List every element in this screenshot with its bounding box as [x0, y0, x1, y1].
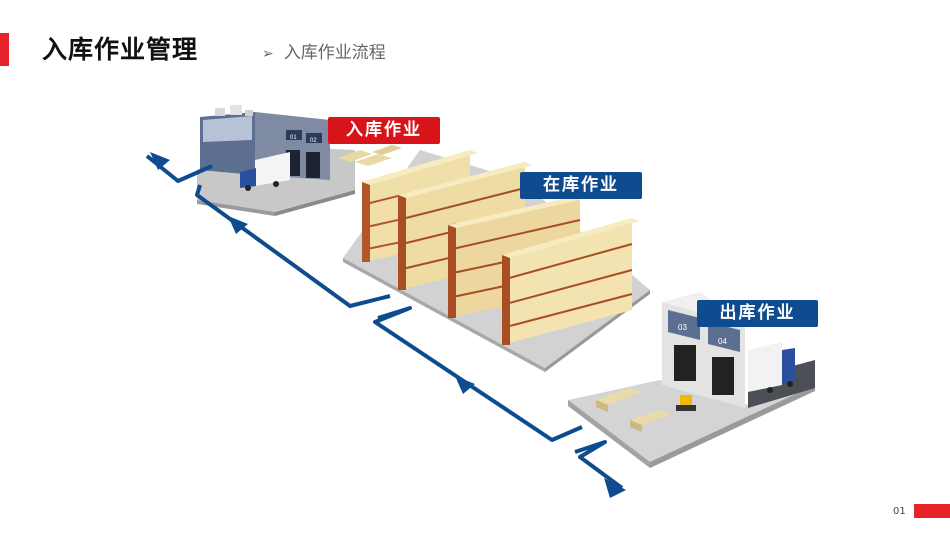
flow-arrow-heads: [150, 152, 626, 498]
title-accent-bar: [0, 33, 9, 66]
stage-tag-outbound: 出库作业: [697, 300, 818, 327]
dock-label-01: 01: [290, 135, 297, 141]
stage-tag-storage: 在库作业: [520, 172, 642, 199]
process-flow-line: [145, 154, 624, 490]
stage-tag-inbound: 入库作业: [328, 117, 440, 144]
dock-label-04: 04: [718, 337, 727, 346]
breadcrumb-label: 入库作业流程: [283, 43, 386, 63]
storage-racks-illustration: [343, 150, 650, 372]
page-number-accent-bar: [914, 504, 950, 518]
flow-arrow-icon: [455, 376, 475, 394]
page-title: 入库作业管理: [42, 35, 199, 64]
dock-label-02: 02: [310, 138, 317, 144]
flow-arrow-icon: [228, 216, 248, 234]
dock-label-03: 03: [678, 323, 687, 332]
flow-arrow-icon: [604, 478, 626, 498]
breadcrumb-arrow-icon: ➢: [262, 46, 274, 62]
page-number: 01: [893, 506, 906, 517]
breadcrumb: ➢ 入库作业流程: [262, 42, 386, 65]
flow-arrow-icon: [150, 152, 170, 170]
inbound-building-illustration: 01 02: [197, 105, 402, 216]
